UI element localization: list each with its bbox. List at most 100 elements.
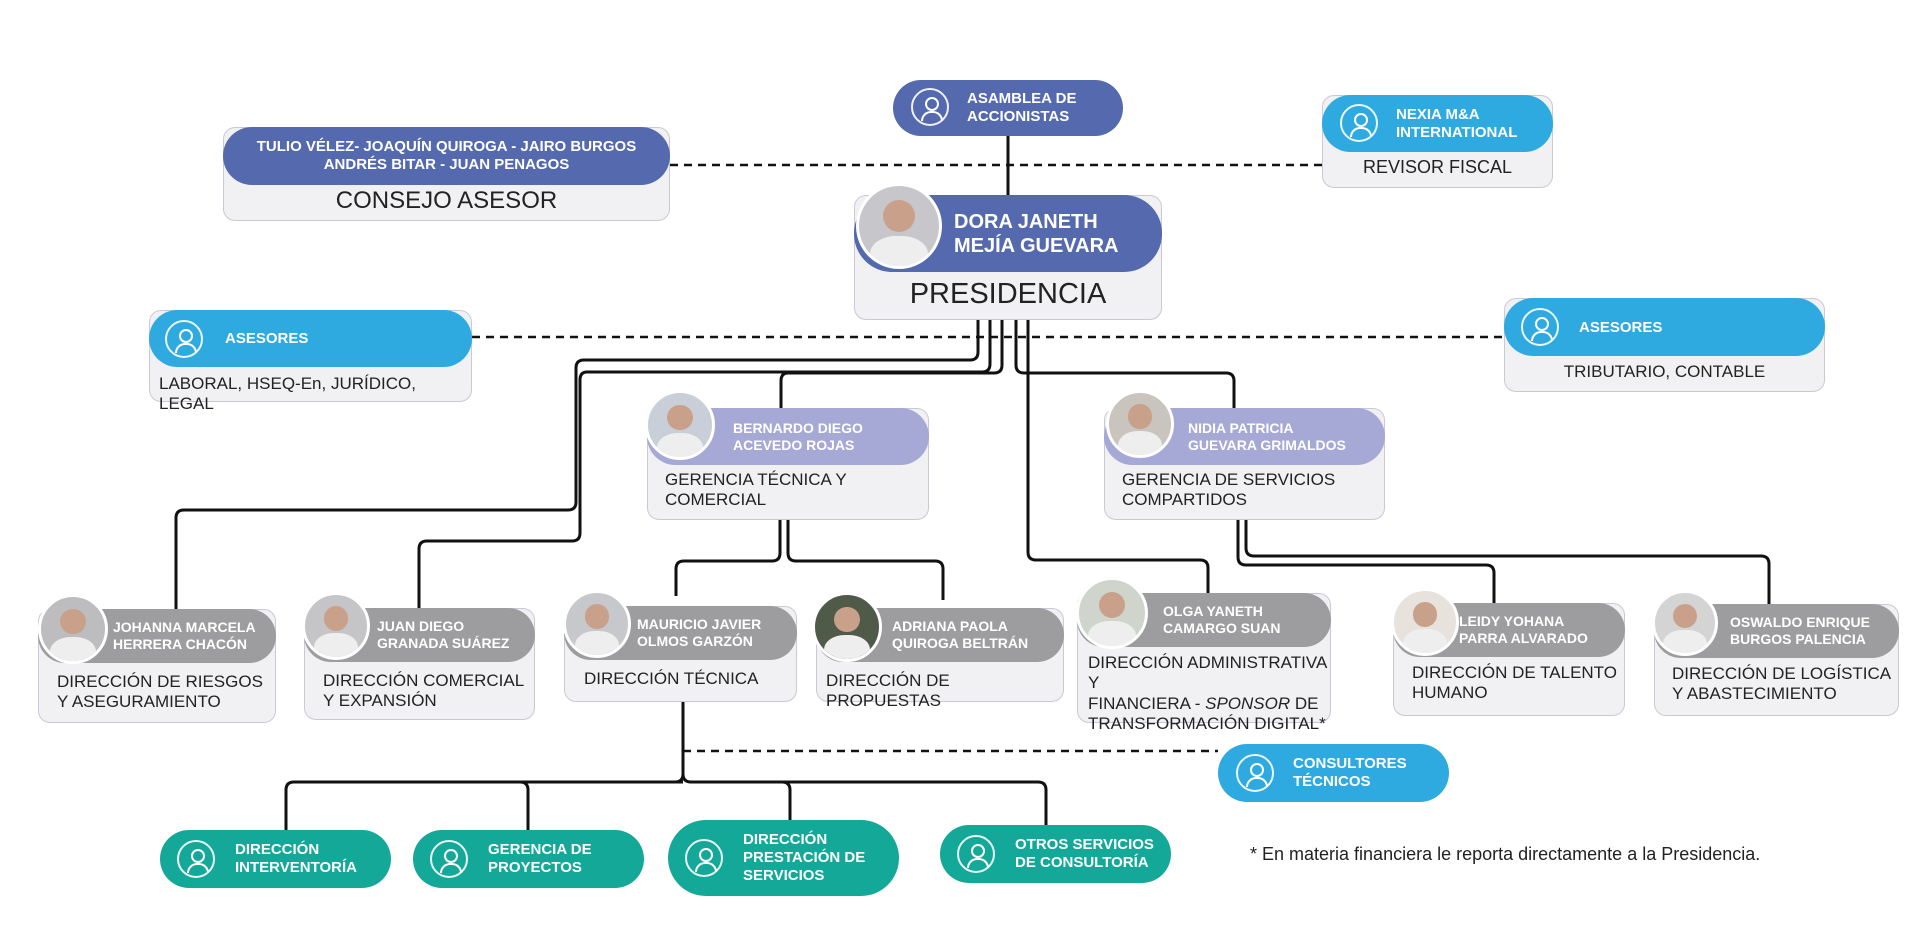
administrativa-title1: DIRECCIÓN ADMINISTRATIVA Y [1088, 653, 1327, 693]
presidente-name-line1: DORA JANETH [954, 210, 1098, 233]
line-gs-logistica [1244, 518, 1771, 604]
unit-prestacion-servicios: DIRECCIÓN PRESTACIÓN DE SERVICIOS [668, 820, 899, 896]
user-circle-icon [1521, 308, 1559, 346]
talento-title2: HUMANO [1412, 683, 1488, 703]
riesgos-name1: JOHANNA MARCELA [113, 619, 256, 636]
user-circle-icon [685, 839, 723, 877]
asamblea-line1: ASAMBLEA DE [967, 90, 1077, 107]
consultores-line2: TÉCNICOS [1293, 773, 1371, 790]
unit-proyectos-line1: GERENCIA DE [488, 841, 592, 858]
presidencia-title: PRESIDENCIA [909, 278, 1107, 310]
administrativa-title2a: FINANCIERA - [1088, 693, 1206, 713]
line-pres-riesgos [174, 318, 980, 610]
comercial-name1: JUAN DIEGO [377, 618, 465, 635]
unit-otros-line1: OTROS SERVICIOS [1015, 836, 1154, 853]
user-circle-icon [1340, 104, 1378, 142]
riesgos-photo [38, 594, 108, 664]
nexia-role: REVISOR FISCAL [1362, 157, 1513, 177]
line-gt-propuestas [786, 518, 945, 600]
asesores-left-areas: LABORAL, HSEQ-En, JURÍDICO, LEGAL [159, 374, 416, 413]
line-dt-otros [691, 780, 1048, 825]
gerencia-tecnica-title2: COMERCIAL [665, 490, 767, 510]
presidente-photo [856, 183, 942, 269]
consejo-members-line2: ANDRÉS BITAR - JUAN PENAGOS [323, 156, 570, 173]
asamblea-accionistas-box: ASAMBLEA DE ACCIONISTAS [893, 80, 1123, 136]
consejo-title: CONSEJO ASESOR [335, 187, 558, 214]
propuestas-name2: QUIROGA BELTRÁN [892, 635, 1029, 651]
logistica-title1: DIRECCIÓN DE LOGÍSTICA [1672, 664, 1892, 683]
administrativa-title3: TRANSFORMACIÓN DIGITAL* [1088, 714, 1326, 734]
unit-interventoria: DIRECCIÓN INTERVENTORÍA [160, 830, 391, 888]
asesores-right-title: ASESORES [1579, 318, 1663, 336]
line-gt-direccion-tecnica [674, 518, 782, 596]
user-circle-icon [165, 320, 203, 358]
gerencia-tecnica-name1: BERNARDO DIEGO [733, 419, 863, 436]
comercial-photo [302, 592, 370, 660]
line-pres-gerencia-servicios [1014, 318, 1236, 408]
administrativa-name1: OLGA YANETH [1163, 603, 1263, 620]
gerencia-tecnica-name2: ACEVEDO ROJAS [733, 436, 855, 453]
unit-prestacion-line1: DIRECCIÓN [743, 831, 828, 848]
logistica-photo [1652, 590, 1718, 656]
nexia-line2: INTERNATIONAL [1396, 123, 1518, 141]
asesores-right-box: ASESORES TRIBUTARIO, CONTABLE [1504, 298, 1825, 392]
nexia-box: NEXIA M&A INTERNATIONAL REVISOR FISCAL [1322, 95, 1553, 188]
line-pres-gerencia-tecnica [779, 318, 1004, 408]
logistica-name2: BURGOS PALENCIA [1730, 631, 1866, 647]
talento-photo [1391, 588, 1459, 656]
gerencia-servicios-title1: GERENCIA DE SERVICIOS [1122, 470, 1336, 489]
administrativa-name2: CAMARGO SUAN [1163, 620, 1281, 636]
asesores-left-title: ASESORES [225, 330, 309, 347]
gerente-tecnico-photo [645, 390, 715, 460]
tecnica-photo [563, 590, 631, 658]
unit-prestacion-line3: SERVICIOS [743, 867, 825, 884]
line-gs-talento [1236, 518, 1496, 603]
asamblea-line2: ACCIONISTAS [967, 108, 1070, 125]
direccion-talento-box: LEIDY YOHANA PARRA ALVARADO DIRECCIÓN DE… [1393, 603, 1625, 716]
consultores-line1: CONSULTORES [1293, 755, 1407, 772]
comercial-title1: DIRECCIÓN COMERCIAL [323, 671, 525, 690]
asesores-right-areas: TRIBUTARIO, CONTABLE [1563, 362, 1766, 381]
talento-name1: LEIDY YOHANA [1459, 613, 1565, 630]
consejo-asesor-box: TULIO VÉLEZ- JOAQUÍN QUIROGA - JAIRO BUR… [223, 127, 670, 221]
line-pres-administrativa [1026, 318, 1210, 595]
unit-interventoria-line1: DIRECCIÓN [235, 841, 320, 858]
direccion-comercial-box: JUAN DIEGO GRANADA SUÁREZ DIRECCIÓN COME… [304, 608, 535, 720]
presidente-name-line2: MEJÍA GUEVARA [954, 234, 1119, 257]
user-circle-icon [911, 88, 949, 126]
comercial-title2: Y EXPANSIÓN [323, 691, 437, 711]
gerente-servicios-photo [1106, 390, 1174, 458]
tecnica-name2: OLMOS GARZÓN [637, 633, 753, 649]
consultores-tecnicos-box: CONSULTORES TÉCNICOS [1218, 744, 1449, 802]
consejo-members-line1: TULIO VÉLEZ- JOAQUÍN QUIROGA - JAIRO BUR… [256, 138, 637, 155]
tecnica-title1: DIRECCIÓN TÉCNICA [584, 669, 759, 688]
gerencia-tecnica-title1: GERENCIA TÉCNICA Y [665, 470, 847, 489]
riesgos-name2: HERRERA CHACÓN [113, 636, 248, 652]
propuestas-title1: DIRECCIÓN DE PROPUESTAS [826, 671, 950, 710]
unit-otros-line2: DE CONSULTORÍA [1015, 854, 1149, 871]
gerencia-servicios-name2: GUEVARA GRIMALDOS [1188, 436, 1346, 453]
asesores-left-box: ASESORES LABORAL, HSEQ-En, JURÍDICO, LEG… [149, 310, 472, 413]
administrativa-title2b: SPONSOR [1205, 693, 1291, 713]
gerencia-servicios-name1: NIDIA PATRICIA [1188, 419, 1294, 436]
logistica-title2: Y ABASTECIMIENTO [1672, 684, 1837, 704]
talento-title1: DIRECCIÓN DE TALENTO [1412, 663, 1617, 682]
user-circle-icon [177, 840, 215, 878]
user-circle-icon [957, 835, 995, 873]
unit-proyectos-line2: PROYECTOS [488, 859, 582, 876]
tecnica-name1: MAURICIO JAVIER [637, 616, 762, 633]
administrativa-title2c: DE [1290, 693, 1319, 713]
administrativa-photo [1076, 577, 1148, 649]
user-circle-icon [1236, 754, 1274, 792]
gerencia-servicios-title2: COMPARTIDOS [1122, 490, 1247, 510]
line-pres-comercial [417, 318, 992, 610]
unit-otros-servicios: OTROS SERVICIOS DE CONSULTORÍA [940, 825, 1171, 883]
propuestas-name1: ADRIANA PAOLA [892, 618, 1008, 635]
nexia-line1: NEXIA M&A [1396, 105, 1480, 123]
unit-interventoria-line2: INTERVENTORÍA [235, 859, 357, 876]
logistica-name1: OSWALDO ENRIQUE [1730, 614, 1871, 631]
footnote: * En materia financiera le reporta direc… [1250, 844, 1761, 864]
user-circle-icon [430, 840, 468, 878]
riesgos-title1: DIRECCIÓN DE RIESGOS [57, 672, 263, 691]
